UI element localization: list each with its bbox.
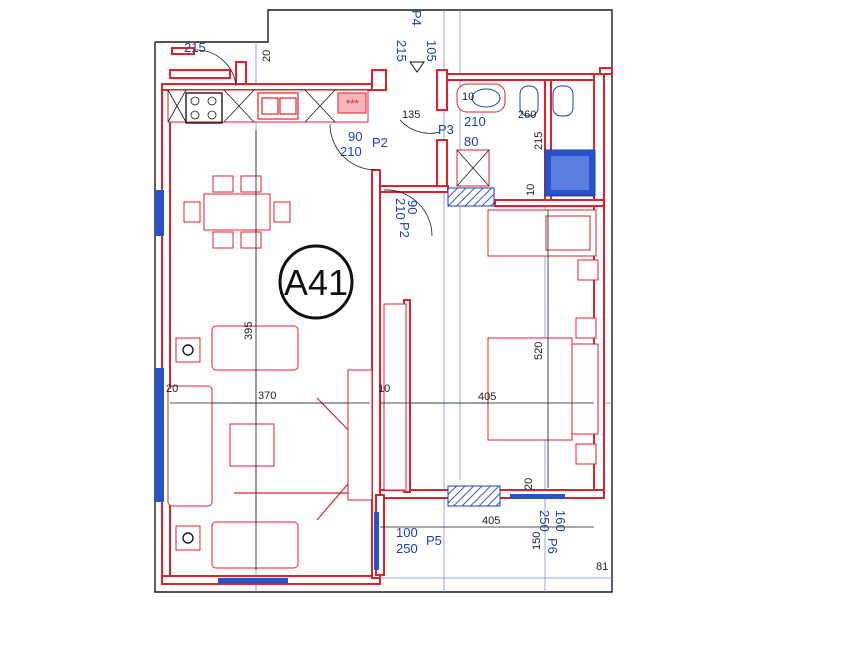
bedroom-furniture (487, 209, 599, 465)
kitchen-counter: *** (167, 89, 369, 124)
svg-text:20: 20 (166, 383, 178, 395)
svg-text:215: 215 (533, 132, 545, 150)
living-furniture (167, 303, 407, 569)
svg-text:80: 80 (464, 134, 478, 149)
svg-text:P2: P2 (372, 135, 388, 150)
bathroom (456, 83, 596, 197)
svg-text:405: 405 (482, 515, 500, 527)
svg-text:20: 20 (523, 478, 535, 490)
svg-text:P4: P4 (409, 10, 424, 26)
svg-text:P2: P2 (397, 222, 412, 238)
dimension-lines (170, 130, 594, 570)
svg-text:81: 81 (596, 561, 608, 573)
svg-text:250: 250 (396, 541, 418, 556)
svg-text:10: 10 (525, 184, 537, 196)
svg-text:215: 215 (184, 40, 206, 55)
svg-text:520: 520 (533, 342, 545, 360)
svg-text:150: 150 (531, 532, 543, 550)
svg-text:20: 20 (261, 50, 273, 62)
svg-text:100: 100 (396, 525, 418, 540)
svg-text:90: 90 (348, 129, 362, 144)
unit-label: A41 (278, 244, 354, 320)
svg-text:***: *** (346, 98, 360, 110)
svg-text:90: 90 (405, 200, 420, 214)
hatched-shafts (447, 187, 501, 507)
svg-text:160: 160 (553, 510, 568, 532)
dimension-labels: 215 20 135 10 260 215 10 395 520 370 20 … (166, 40, 608, 573)
windows (155, 190, 565, 584)
svg-text:210: 210 (340, 144, 362, 159)
svg-text:P6: P6 (545, 538, 560, 554)
svg-text:395: 395 (243, 322, 255, 340)
door-labels: P4 105 215 90 210 P2 90 210 P2 210 80 P3… (340, 10, 568, 556)
svg-text:210: 210 (464, 114, 486, 129)
svg-text:370: 370 (258, 390, 276, 402)
svg-text:P3: P3 (438, 122, 454, 137)
svg-text:405: 405 (478, 391, 496, 403)
svg-text:210: 210 (393, 198, 408, 220)
svg-text:105: 105 (424, 40, 439, 62)
dining-table (183, 175, 291, 249)
svg-text:135: 135 (402, 109, 420, 121)
svg-text:250: 250 (537, 510, 552, 532)
svg-text:260: 260 (518, 109, 536, 121)
svg-text:215: 215 (394, 40, 409, 62)
svg-text:P5: P5 (426, 533, 442, 548)
svg-text:10: 10 (462, 91, 474, 103)
door-swings (195, 49, 441, 237)
svg-text:10: 10 (378, 383, 390, 395)
svg-text:A41: A41 (284, 262, 348, 303)
outer-frame (154, 9, 613, 593)
